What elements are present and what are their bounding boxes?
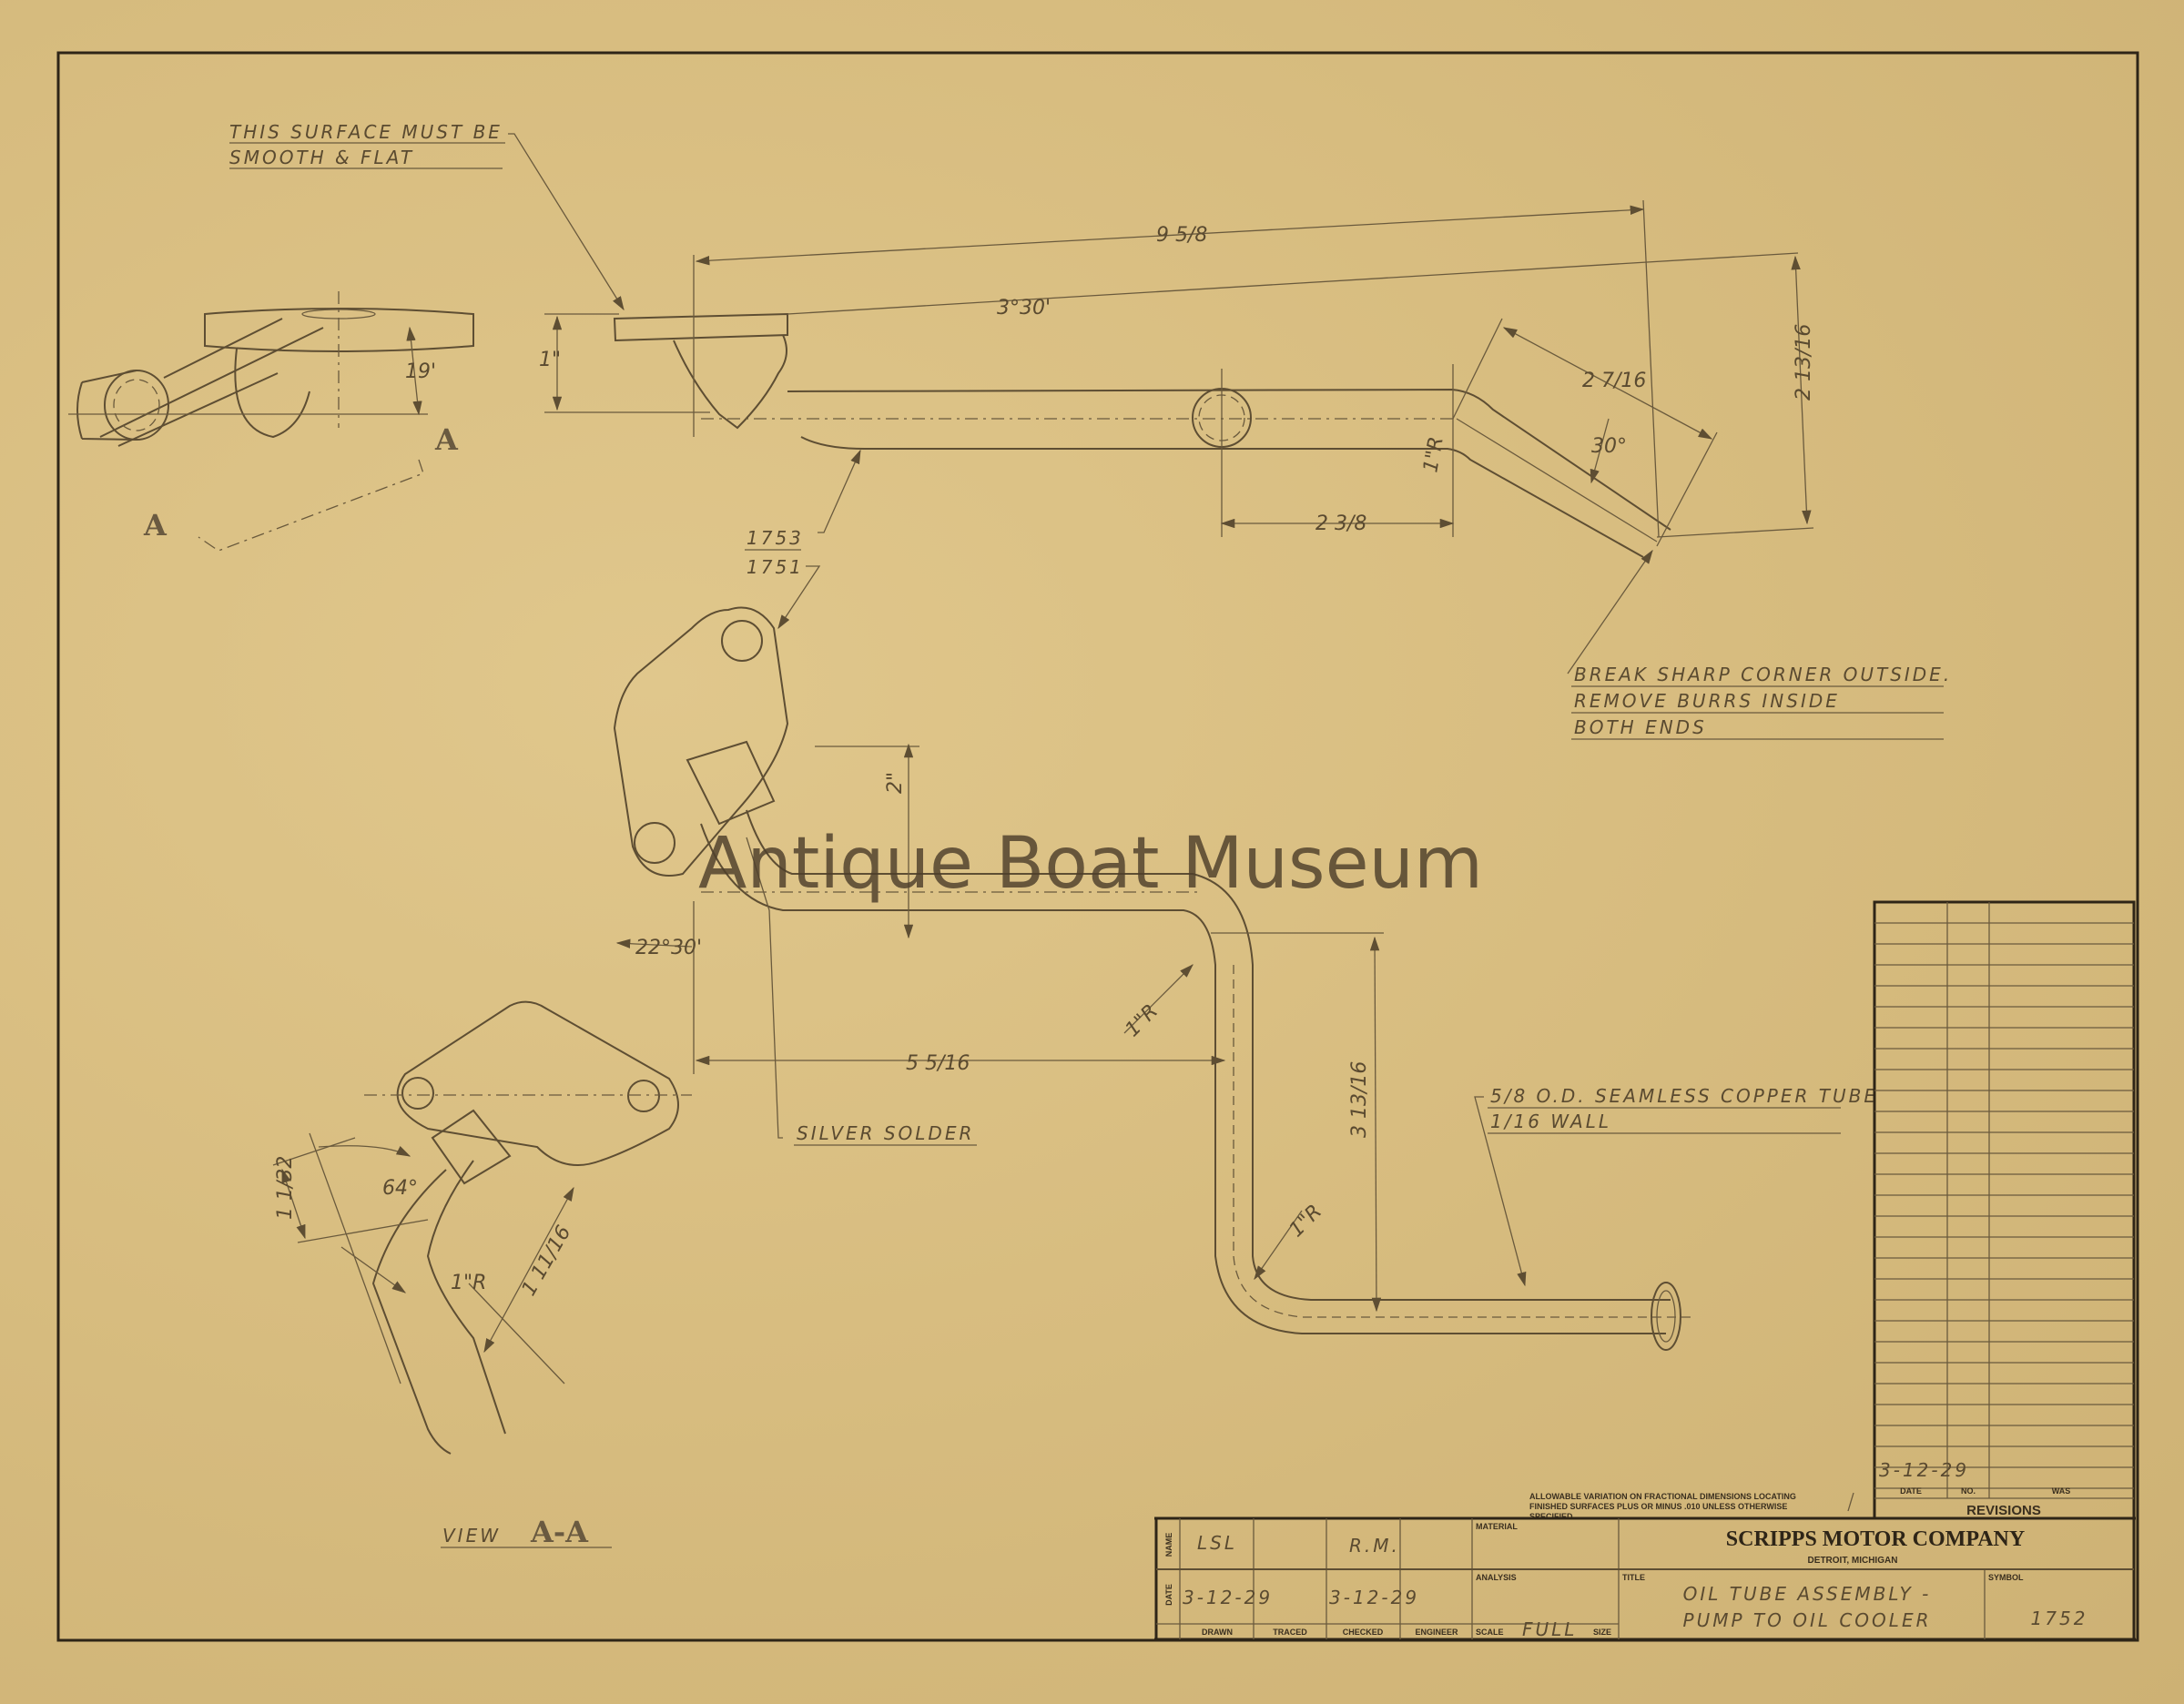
col-label-engineer: ENGINEER (1415, 1628, 1458, 1637)
title-block (1154, 1516, 2136, 1641)
dim-angle-19: 19' (405, 360, 436, 383)
dim-height-1: 1" (539, 349, 561, 371)
revisions-header-no: NO. (1961, 1486, 1976, 1496)
dim-bend-radius-mid: 1"R (1122, 1000, 1163, 1042)
dim-radius-aa: 1"R (451, 1272, 486, 1294)
date-row-label: DATE (1164, 1584, 1173, 1606)
part-number-1753: 1753 (747, 527, 804, 549)
company-name: SCRIPPS MOTOR COMPANY (1726, 1527, 2025, 1551)
dim-1-1-32: 1 1/32 (274, 1156, 297, 1220)
section-mark-a-left: A (143, 508, 168, 543)
view-section-label: A-A (530, 1515, 589, 1549)
revisions-title: REVISIONS (1966, 1503, 2041, 1518)
material-label: MATERIAL (1476, 1522, 1518, 1531)
drawing-title-line2: PUMP TO OIL COOLER (1683, 1609, 1932, 1631)
scale-value: FULL (1522, 1618, 1577, 1640)
size-label: SIZE (1593, 1628, 1611, 1637)
main-side-view (544, 199, 1814, 674)
dim-bend-radius-low: 1"R (1285, 1201, 1327, 1242)
col-label-drawn: DRAWN (1202, 1628, 1233, 1637)
dim-1-11-16: 1 11/16 (518, 1222, 576, 1300)
dim-angle-30: 30° (1591, 435, 1627, 458)
dim-overall-length: 9 5/8 (1156, 224, 1207, 247)
dim-run: 5 5/16 (906, 1052, 970, 1075)
note-silver-solder: SILVER SOLDER (797, 1122, 974, 1144)
allowance-line3: SPECIFIED. (1529, 1512, 1575, 1521)
note-break-line3: BOTH ENDS (1574, 716, 1707, 738)
plan-view-tube (613, 606, 1693, 1351)
allowance-line2: FINISHED SURFACES PLUS OR MINUS .010 UNL… (1529, 1502, 1787, 1511)
checked-date: 3-12-29 (1329, 1587, 1419, 1608)
col-label-traced: TRACED (1273, 1628, 1307, 1637)
part-number-1751: 1751 (747, 556, 804, 578)
section-mark-a-right: A (434, 422, 459, 457)
revision-date: 3-12-29 (1879, 1459, 1969, 1481)
dim-angle-22-30: 22°30' (635, 937, 702, 959)
scale-label: SCALE (1476, 1628, 1504, 1637)
dim-rise: 2 13/16 (1793, 324, 1815, 401)
col-label-checked: CHECKED (1343, 1628, 1384, 1637)
note-surface-line1: THIS SURFACE MUST BE (229, 121, 503, 143)
dim-angle-64: 64° (382, 1177, 418, 1200)
drawn-by-name: LSL (1197, 1532, 1237, 1554)
view-label: VIEW (442, 1525, 501, 1547)
iso-view-flange (68, 291, 474, 552)
view-a-a-drawing (272, 1000, 692, 1455)
note-break-line2: REMOVE BURRS INSIDE (1574, 690, 1840, 712)
dim-offset: 2 3/8 (1315, 512, 1366, 535)
revisions-header-date: DATE (1900, 1486, 1922, 1496)
dim-drop-2: 2" (884, 772, 907, 794)
checked-by-name: R.M. (1349, 1535, 1400, 1557)
name-row-label: NAME (1164, 1533, 1173, 1557)
note-tube-line2: 1/16 WALL (1490, 1111, 1611, 1132)
dim-drop-3: 3 13/16 (1348, 1061, 1371, 1138)
revisions-header-was: WAS (2052, 1486, 2071, 1496)
symbol-number: 1752 (2031, 1608, 2088, 1629)
analysis-label: ANALYSIS (1476, 1573, 1517, 1582)
title-label: TITLE (1622, 1573, 1645, 1582)
allowance-line1: ALLOWABLE VARIATION ON FRACTIONAL DIMENS… (1529, 1492, 1796, 1501)
note-surface-line2: SMOOTH & FLAT (229, 147, 414, 168)
sheet-border (56, 51, 2139, 1642)
note-tube-line1: 5/8 O.D. SEAMLESS COPPER TUBE (1490, 1085, 1878, 1107)
dim-bend-radius-top: 1"R (1419, 435, 1448, 474)
note-break-line1: BREAK SHARP CORNER OUTSIDE. (1574, 664, 1952, 685)
dim-bend-length: 2 7/16 (1582, 370, 1646, 392)
drawing-title-line1: OIL TUBE ASSEMBLY - (1683, 1583, 1932, 1605)
symbol-label: SYMBOL (1988, 1573, 2024, 1582)
drawn-date: 3-12-29 (1183, 1587, 1273, 1608)
company-location: DETROIT, MICHIGAN (1808, 1556, 1898, 1566)
revisions-table (1873, 900, 2136, 1520)
dim-angle-3-30: 3°30' (997, 297, 1051, 320)
museum-watermark: Antique Boat Museum (698, 823, 1483, 905)
